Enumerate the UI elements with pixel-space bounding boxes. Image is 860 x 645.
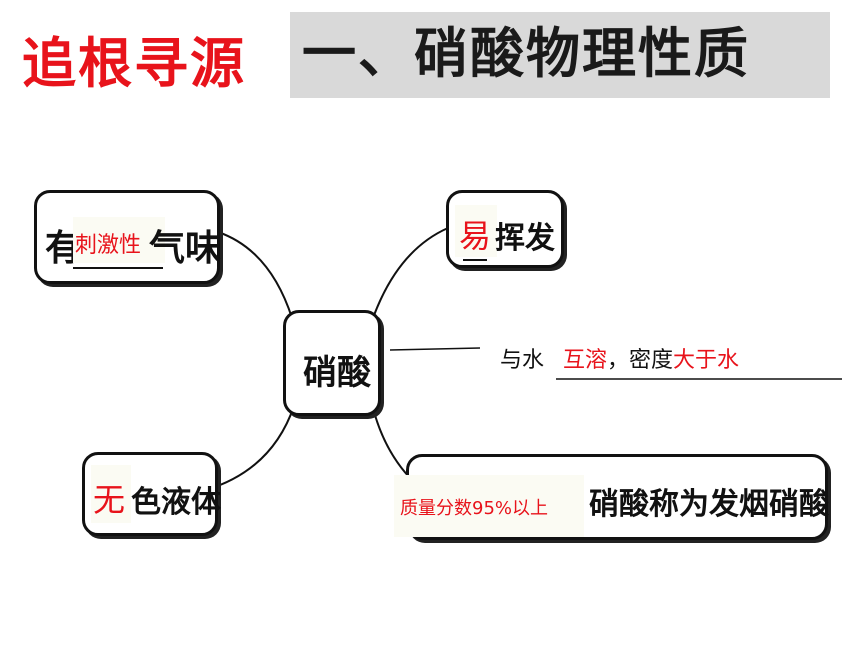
volatile-answer-fill [455,205,497,257]
odor-suffix: 气味 [149,228,222,269]
connector-odor [217,231,293,319]
node-color: 无 色液体 [82,452,221,536]
water-prefix: 与水 [500,348,545,373]
page-title: 一、硝酸物理性质 [302,22,750,85]
fuming-answer-fill [394,475,584,537]
color-answer: 无 [93,481,126,519]
fuming-answer: 质量分数95%以上 [400,498,549,519]
connector-water [389,347,481,351]
center-label: 硝酸 [303,353,371,393]
volatile-suffix: 挥发 [495,221,555,256]
odor-answer: 刺激性 [75,233,142,258]
volatile-underline [463,259,487,261]
section-tag: 追根寻源 [22,32,246,95]
fuming-suffix: 硝酸称为发烟硝酸 [589,487,829,522]
water-comma: ，密度 [607,348,674,373]
connector-volatile [372,227,449,319]
water-property: 与水 互溶，密度大于水 [500,342,739,374]
color-suffix: 色液体 [131,485,221,520]
title-banner [290,12,830,98]
water-answer-solubility: 互溶 [563,348,608,373]
connector-color [205,405,295,491]
node-volatile: 易 挥发 [446,190,564,268]
odor-answer-fill [73,217,165,263]
odor-underline [73,267,163,269]
volatile-answer: 易 [459,217,492,255]
connector-fuming [372,407,411,479]
center-node: 硝酸 [283,310,381,416]
node-odor: 有 刺激性 气味 [34,190,222,284]
water-answer-density: 大于水 [673,348,740,373]
color-answer-fill [91,465,131,523]
